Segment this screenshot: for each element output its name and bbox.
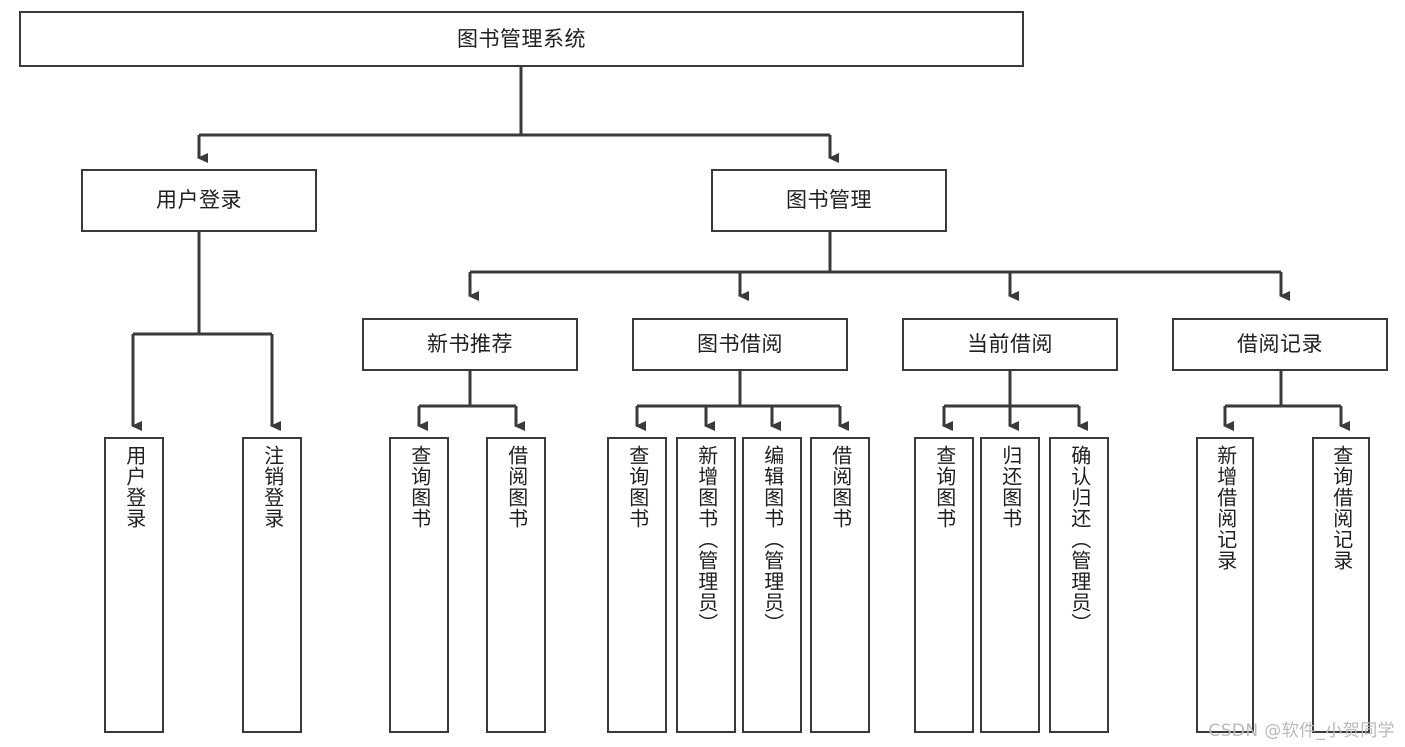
node-label: 新增借阅记录 xyxy=(1213,445,1238,571)
node-leaf-edit-book-admin[interactable]: 编辑图书（管理员） xyxy=(742,437,802,733)
node-label: 图书借阅 xyxy=(697,332,783,357)
node-label: 图书管理系统 xyxy=(457,26,586,51)
node-current-borrow[interactable]: 当前借阅 xyxy=(902,318,1118,371)
node-new-book-recommend[interactable]: 新书推荐 xyxy=(362,318,578,371)
node-leaf-confirm-return-admin[interactable]: 确认归还（管理员） xyxy=(1049,437,1109,733)
node-leaf-logout-login[interactable]: 注销登录 xyxy=(242,437,302,733)
node-label: 归还图书 xyxy=(998,445,1023,529)
node-label: 当前借阅 xyxy=(967,332,1053,357)
node-leaf-query-book-recommend[interactable]: 查询图书 xyxy=(389,437,449,733)
node-leaf-query-borrow-record[interactable]: 查询借阅记录 xyxy=(1312,437,1370,733)
node-label: 借阅图书 xyxy=(504,445,529,529)
node-root-system[interactable]: 图书管理系统 xyxy=(19,11,1024,67)
node-label: 查询图书 xyxy=(625,445,650,529)
node-book-management-module[interactable]: 图书管理 xyxy=(711,169,947,232)
node-label: 编辑图书（管理员） xyxy=(760,445,785,634)
node-leaf-user-login[interactable]: 用户登录 xyxy=(104,437,164,733)
csdn-watermark: CSDN @软件_小贺同学 xyxy=(1208,721,1395,741)
node-leaf-borrow-book-recommend[interactable]: 借阅图书 xyxy=(486,437,546,733)
node-label: 注销登录 xyxy=(260,445,285,529)
node-label: 查询借阅记录 xyxy=(1329,445,1354,571)
node-label: 图书管理 xyxy=(786,188,872,213)
node-book-borrow[interactable]: 图书借阅 xyxy=(632,318,848,371)
node-label: 借阅记录 xyxy=(1237,332,1323,357)
node-leaf-query-book-current[interactable]: 查询图书 xyxy=(914,437,974,733)
node-label: 用户登录 xyxy=(122,445,147,529)
node-leaf-add-borrow-record[interactable]: 新增借阅记录 xyxy=(1196,437,1254,733)
node-leaf-return-book[interactable]: 归还图书 xyxy=(980,437,1040,733)
node-label: 查询图书 xyxy=(932,445,957,529)
node-label: 新增图书（管理员） xyxy=(694,445,719,634)
node-borrow-record[interactable]: 借阅记录 xyxy=(1172,318,1388,371)
node-user-login-module[interactable]: 用户登录 xyxy=(81,169,317,232)
node-label: 确认归还（管理员） xyxy=(1067,445,1092,634)
node-leaf-add-book-admin[interactable]: 新增图书（管理员） xyxy=(676,437,736,733)
node-label: 借阅图书 xyxy=(828,445,853,529)
node-label: 用户登录 xyxy=(156,188,242,213)
node-leaf-borrow-book[interactable]: 借阅图书 xyxy=(810,437,870,733)
node-leaf-query-book-borrow[interactable]: 查询图书 xyxy=(607,437,667,733)
node-label: 查询图书 xyxy=(407,445,432,529)
node-label: 新书推荐 xyxy=(427,332,513,357)
